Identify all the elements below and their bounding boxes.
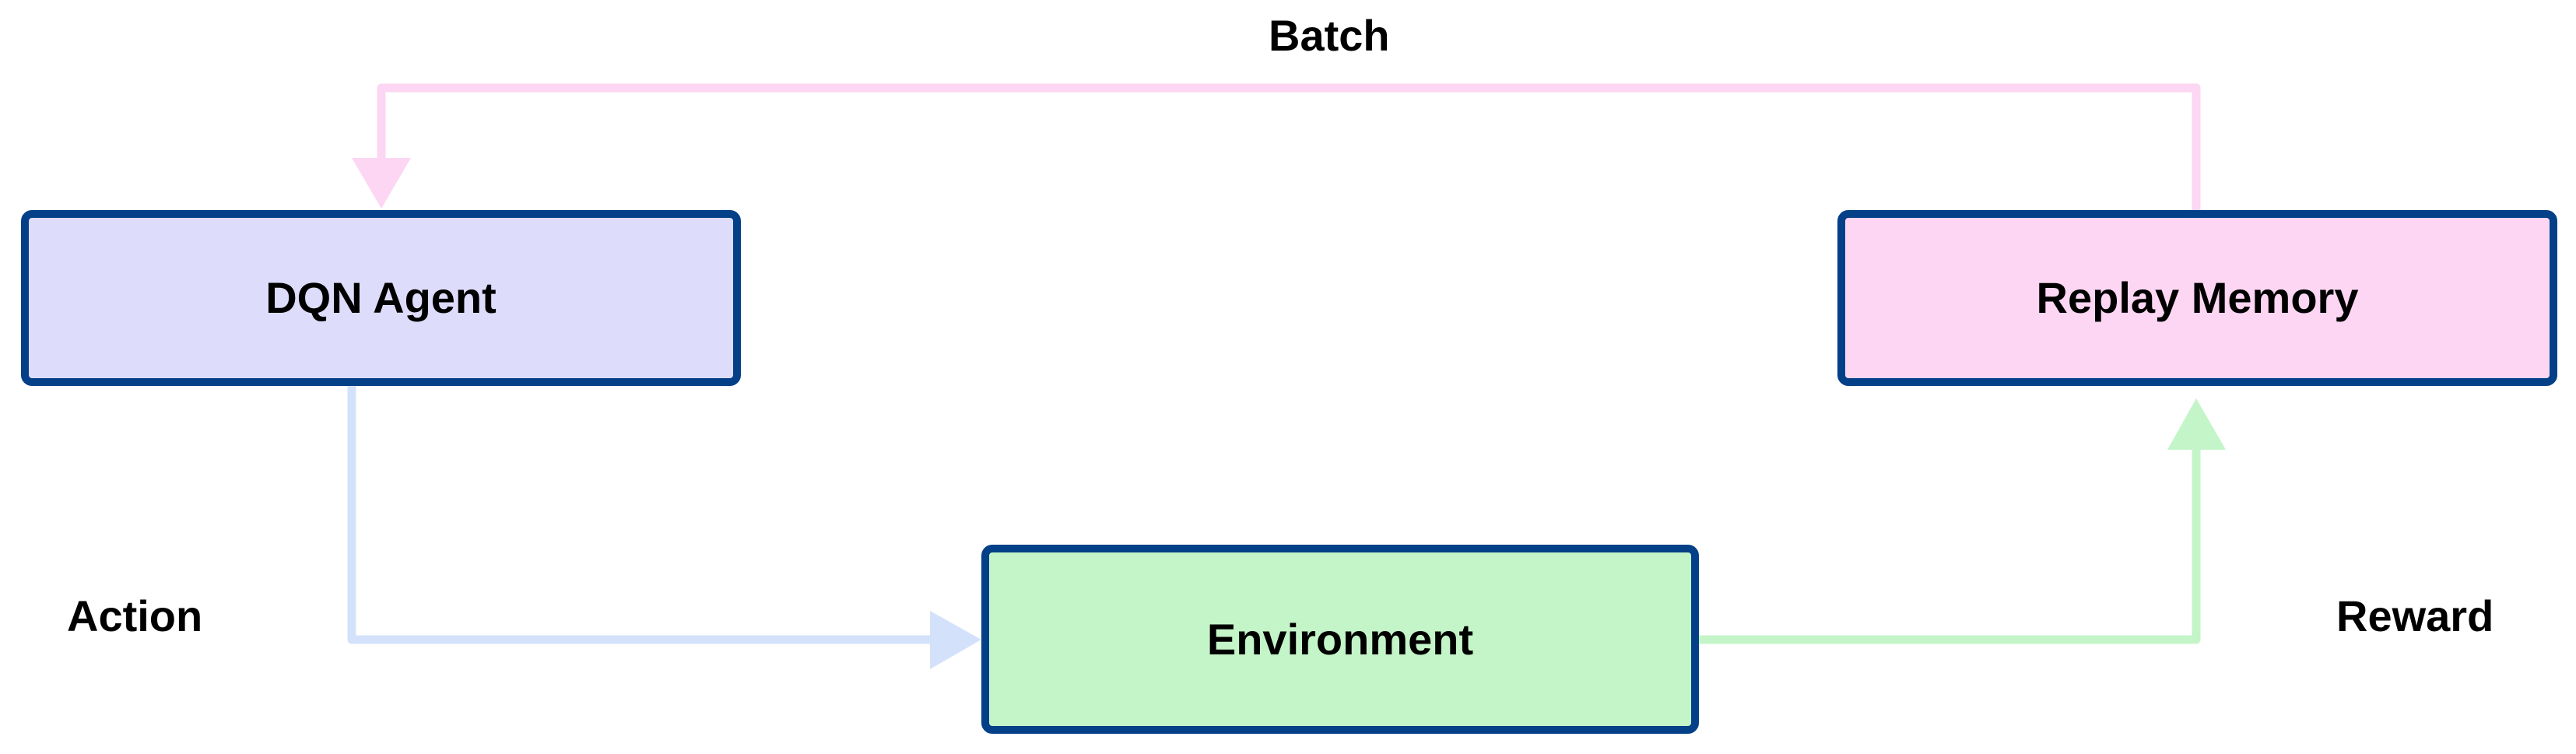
edge-reward-arrowhead xyxy=(2167,398,2226,450)
edge-batch-arrowhead xyxy=(352,158,411,209)
node-environment[interactable]: Environment xyxy=(981,545,1699,734)
node-replay-memory-label: Replay Memory xyxy=(2036,273,2359,322)
edge-action-arrowhead xyxy=(930,611,981,669)
edge-batch xyxy=(352,83,2201,210)
edge-batch-line xyxy=(377,83,2201,210)
edge-reward-line xyxy=(1699,450,2201,644)
node-dqn-agent-label: DQN Agent xyxy=(265,273,497,322)
edge-label-action: Action xyxy=(67,591,203,640)
node-environment-label: Environment xyxy=(1206,614,1474,664)
node-replay-memory[interactable]: Replay Memory xyxy=(1837,210,2557,386)
edge-action-line xyxy=(347,386,932,644)
edge-label-batch: Batch xyxy=(1269,11,1390,60)
edge-action xyxy=(347,386,981,669)
edge-reward xyxy=(1699,398,2226,644)
edge-label-reward: Reward xyxy=(2336,591,2494,640)
node-dqn-agent[interactable]: DQN Agent xyxy=(21,210,741,386)
